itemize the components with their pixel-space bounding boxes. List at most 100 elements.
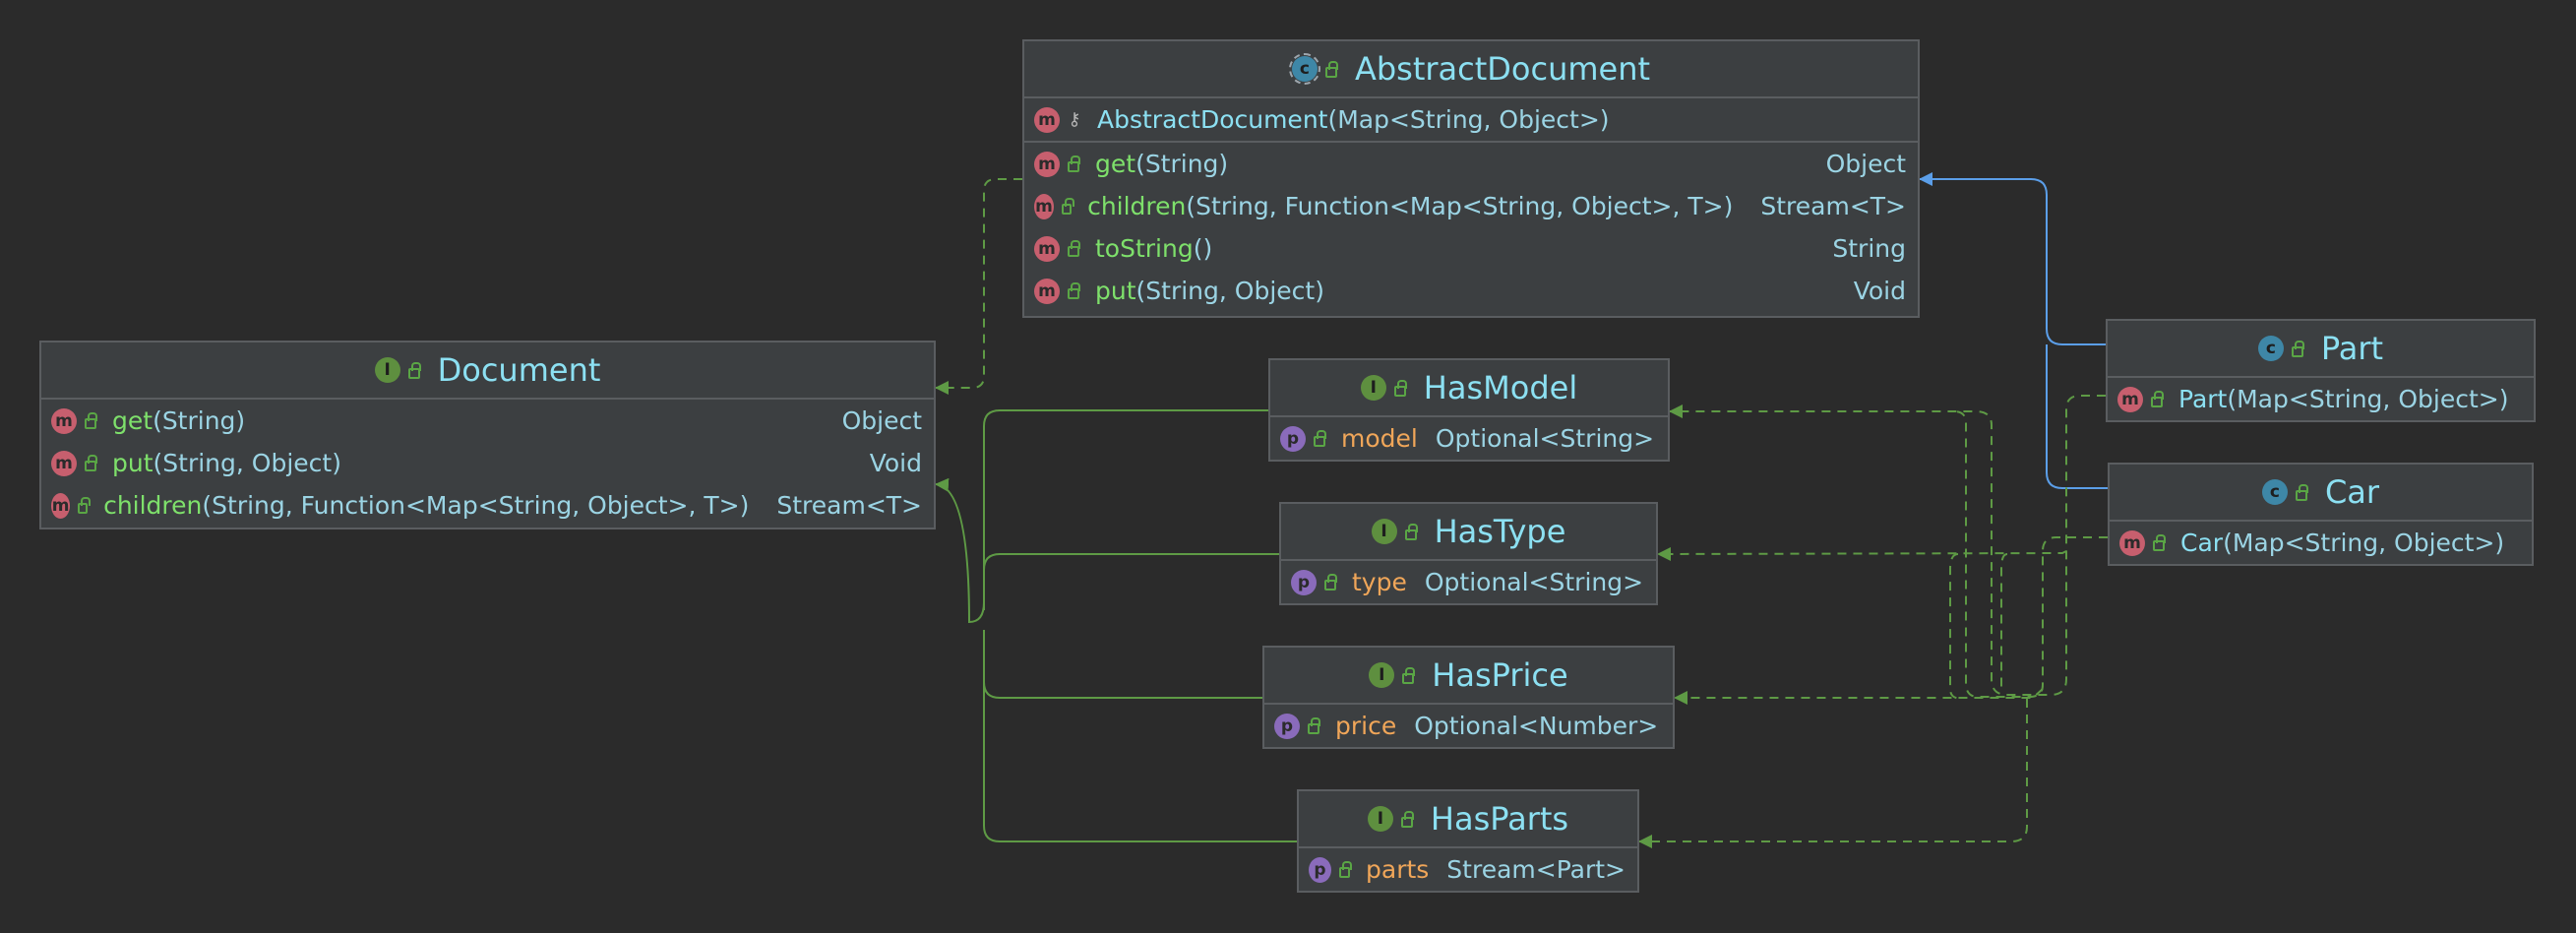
class-name: HasParts — [1430, 800, 1569, 838]
class-name: HasModel — [1423, 369, 1578, 406]
class-box-hasmodel[interactable]: I HasModel p model Optional<String> — [1268, 358, 1670, 462]
member-row[interactable]: p model Optional<String> — [1270, 417, 1668, 460]
class-header-car: c Car — [2110, 465, 2532, 522]
abstract-method-icon: m — [51, 407, 77, 434]
class-box-hastype[interactable]: I HasType p type Optional<String> — [1279, 502, 1658, 605]
edge-car-abstractdocument — [2046, 344, 2108, 489]
public-lock-icon — [85, 412, 97, 429]
member-params: (String, Function<Map<String, Object>, T… — [202, 491, 750, 520]
public-lock-icon — [1061, 198, 1075, 215]
member-row[interactable]: m put(String, Object) Void — [1024, 270, 1918, 312]
member-name: children — [103, 491, 203, 520]
class-box-abstractdocument[interactable]: c AbstractDocument m ⚷ AbstractDocument(… — [1022, 39, 1920, 318]
member-row[interactable]: p parts Stream<Part> — [1299, 848, 1637, 891]
class-header-document: I Document — [41, 342, 934, 400]
member-name: Part — [2178, 385, 2228, 413]
abstract-method-icon: m — [51, 450, 77, 476]
class-box-part[interactable]: c Part m Part(Map<String, Object>) — [2106, 319, 2536, 422]
member-name: model — [1341, 424, 1418, 453]
public-lock-icon — [1404, 523, 1418, 540]
member-name: price — [1335, 712, 1397, 740]
member-name: type — [1352, 568, 1407, 596]
edge-part-hastype — [1657, 546, 2067, 561]
member-row[interactable]: m ⚷ AbstractDocument(Map<String, Object>… — [1024, 98, 1918, 141]
class-box-car[interactable]: c Car m Car(Map<String, Object>) — [2108, 463, 2534, 566]
edge-hasmodel-document — [935, 409, 1268, 624]
class-name: Document — [437, 351, 601, 389]
class-header-abstractdocument: c AbstractDocument — [1024, 41, 1918, 98]
method-icon: m — [1034, 278, 1060, 304]
class-name: HasPrice — [1432, 656, 1568, 694]
class-header-part: c Part — [2108, 321, 2534, 378]
member-row[interactable]: m Part(Map<String, Object>) — [2108, 378, 2534, 420]
member-row[interactable]: p type Optional<String> — [1281, 561, 1656, 603]
class-header-hasmodel: I HasModel — [1270, 360, 1668, 417]
class-icon: c — [2257, 336, 2284, 361]
member-row[interactable]: m Car(Map<String, Object>) — [2110, 522, 2532, 564]
member-return-type: String — [1832, 234, 1906, 263]
edge-car-hasparts — [1638, 699, 2028, 848]
class-header-hastype: I HasType — [1281, 504, 1656, 561]
edge-hastype-loops — [1949, 553, 2008, 700]
public-lock-icon — [1068, 156, 1080, 172]
member-row[interactable]: m children(String, Function<Map<String, … — [41, 484, 934, 527]
member-params: (Map<String, Object>) — [2227, 385, 2509, 413]
member-row[interactable]: m children(String, Function<Map<String, … — [1024, 185, 1918, 227]
method-icon: m — [1034, 151, 1060, 177]
public-lock-icon — [1308, 717, 1320, 734]
public-lock-icon — [407, 361, 421, 379]
edge-hasprice-document — [983, 630, 1262, 699]
class-name: Part — [2320, 330, 2384, 367]
member-return-type: Void — [1853, 277, 1906, 305]
public-lock-icon — [1393, 379, 1407, 397]
class-box-document[interactable]: I Document m get(String) Object m put(St… — [39, 341, 936, 529]
interface-icon: I — [1369, 662, 1395, 688]
member-type: Optional<Number> — [1414, 712, 1659, 740]
member-params: (Map<String, Object>) — [2223, 529, 2505, 557]
public-lock-icon — [1324, 574, 1337, 591]
member-row[interactable]: m get(String) Object — [1024, 141, 1918, 185]
interface-icon: I — [1371, 519, 1397, 544]
member-row[interactable]: m get(String) Object — [41, 400, 934, 442]
method-icon: m — [1034, 106, 1060, 133]
class-header-hasparts: I HasParts — [1299, 791, 1637, 848]
class-box-hasparts[interactable]: I HasParts p parts Stream<Part> — [1297, 789, 1639, 893]
member-name: get — [1095, 150, 1136, 178]
member-name: children — [1087, 192, 1187, 220]
member-params: (String, Object) — [1135, 277, 1324, 305]
member-row[interactable]: m toString() String — [1024, 227, 1918, 270]
property-icon: p — [1291, 569, 1317, 595]
edge-car-hasprice — [1674, 688, 2044, 705]
edge-part-hasmodel — [1669, 395, 2106, 696]
property-icon: p — [1274, 713, 1300, 739]
package-key-icon: ⚷ — [1068, 109, 1081, 130]
member-name: toString — [1095, 234, 1194, 263]
class-name: Car — [2324, 473, 2380, 511]
class-box-hasprice[interactable]: I HasPrice p price Optional<Number> — [1262, 646, 1675, 749]
public-lock-icon — [2295, 483, 2308, 501]
member-row[interactable]: m put(String, Object) Void — [41, 442, 934, 484]
edge-part-abstractdocument — [1919, 172, 2106, 345]
property-icon: p — [1309, 856, 1331, 883]
public-lock-icon — [1068, 282, 1080, 299]
edge-abstractdocument-document — [935, 178, 1022, 395]
class-icon: c — [2261, 479, 2288, 505]
abstract-class-icon: c — [1288, 53, 1320, 85]
interface-icon: I — [1360, 375, 1386, 401]
public-lock-icon — [85, 455, 97, 471]
method-icon: m — [2119, 529, 2145, 556]
member-params: (String, Function<Map<String, Object>, T… — [1186, 192, 1734, 220]
member-row[interactable]: p price Optional<Number> — [1264, 705, 1673, 747]
class-header-hasprice: I HasPrice — [1264, 648, 1673, 705]
member-name: parts — [1366, 855, 1430, 884]
interface-icon: I — [374, 357, 400, 383]
public-lock-icon — [1400, 810, 1414, 828]
public-lock-icon — [2151, 391, 2164, 407]
member-params: (String) — [1135, 150, 1229, 178]
abstract-method-icon: m — [51, 492, 71, 519]
public-lock-icon — [78, 497, 92, 514]
member-name: put — [1095, 277, 1136, 305]
property-icon: p — [1280, 425, 1306, 452]
public-lock-icon — [1402, 666, 1416, 684]
member-return-type: Void — [869, 449, 922, 477]
